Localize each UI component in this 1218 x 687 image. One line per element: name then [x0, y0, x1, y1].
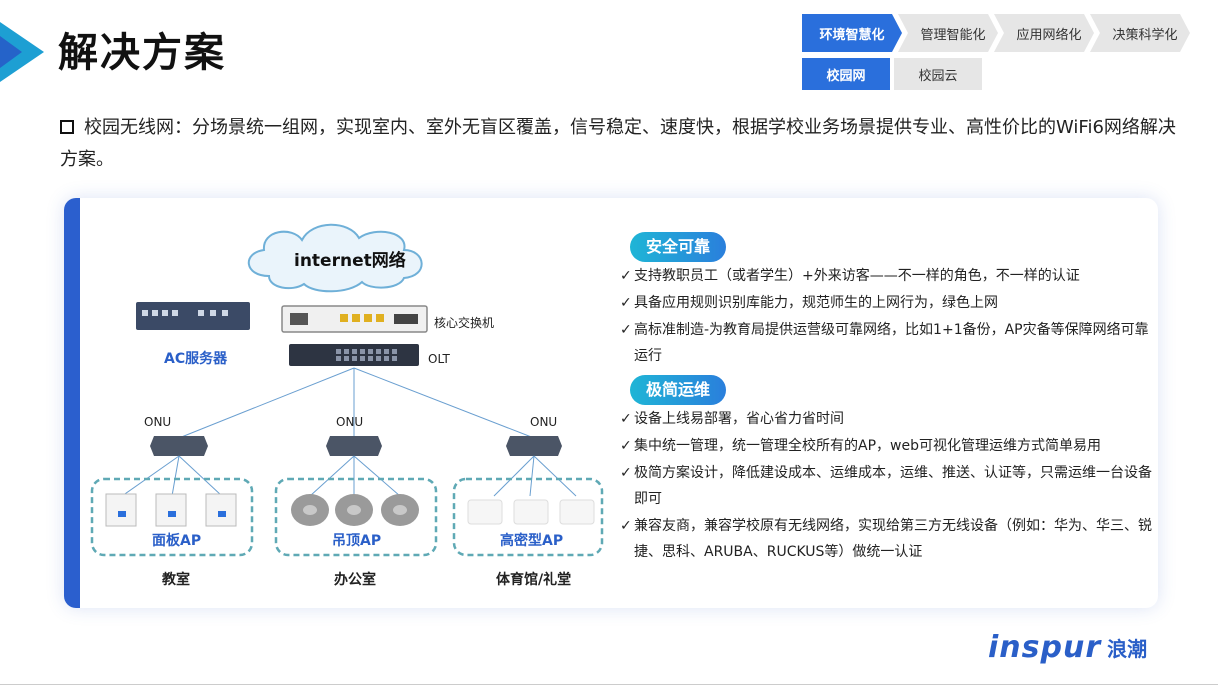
features-panel: 安全可靠 ✓支持教职员工（或者学生）+外来访客——不一样的角色，不一样的认证 ✓… — [620, 232, 1160, 565]
logo-en: inspur — [988, 630, 1102, 665]
panel-ap-icon — [105, 493, 237, 527]
place-label-office: 办公室 — [334, 572, 376, 588]
feature-item: ✓支持教职员工（或者学生）+外来访客——不一样的角色，不一样的认证 — [620, 263, 1160, 289]
check-icon: ✓ — [620, 268, 632, 284]
ap-label-high-density: 高密型AP — [500, 533, 564, 549]
checkbox-bullet-icon — [60, 120, 74, 134]
feature-item: ✓具备应用规则识别库能力，规范师生的上网行为，绿色上网 — [620, 290, 1160, 316]
place-label-gym: 体育馆/礼堂 — [496, 572, 572, 588]
step-management[interactable]: 管理智能化 — [898, 14, 998, 52]
ac-server-icon — [136, 302, 250, 330]
stage-nav: 环境智慧化 管理智能化 应用网络化 决策科学化 — [802, 14, 1190, 52]
intro-paragraph: 校园无线网：分场景统一组网，实现室内、室外无盲区覆盖，信号稳定、速度快，根据学校… — [60, 112, 1190, 176]
onu-label: ONU — [530, 415, 558, 429]
inspur-logo: inspur 浪潮 — [988, 630, 1147, 665]
accent-triangle-inner — [0, 36, 22, 68]
network-diagram: internet网络 核心交换机 AC服务器 OLT ONU ONU ONU 面… — [64, 198, 624, 608]
tab-campus-cloud[interactable]: 校园云 — [894, 58, 982, 90]
check-icon: ✓ — [620, 322, 632, 338]
check-icon: ✓ — [620, 518, 632, 534]
onu-label: ONU — [144, 415, 172, 429]
olt-label: OLT — [428, 352, 450, 366]
safe-title-badge: 安全可靠 — [630, 232, 727, 262]
onu-label: ONU — [336, 415, 364, 429]
feature-item: ✓极简方案设计，降低建设成本、运维成本，运维、推送、认证等，只需运维一台设备即可 — [620, 460, 1160, 512]
ap-label-panel: 面板AP — [152, 533, 202, 549]
ops-title-badge: 极简运维 — [630, 375, 727, 405]
page-title: 解决方案 — [58, 30, 226, 76]
feature-item: ✓集中统一管理，统一管理全校所有的AP，web可视化管理运维方式简单易用 — [620, 433, 1160, 459]
onu-icon — [150, 436, 562, 456]
group-frame-classroom — [90, 477, 254, 557]
place-label-classroom: 教室 — [162, 572, 190, 588]
footer-divider — [0, 684, 1218, 685]
feature-item: ✓高标准制造-为教育局提供运营级可靠网络，比如1+1备份，AP灾备等保障网络可靠… — [620, 317, 1160, 369]
feature-item: ✓兼容友商，兼容学校原有无线网络，实现给第三方无线设备（例如：华为、华三、锐捷、… — [620, 513, 1160, 565]
check-icon: ✓ — [620, 295, 632, 311]
step-application[interactable]: 应用网络化 — [994, 14, 1094, 52]
cloud-label: internet网络 — [294, 251, 406, 271]
check-icon: ✓ — [620, 438, 632, 454]
sub-tabs: 校园网 校园云 — [802, 58, 982, 90]
solution-card — [64, 198, 1158, 608]
ap-label-ceiling: 吊顶AP — [332, 533, 382, 549]
tab-campus-network[interactable]: 校园网 — [802, 58, 890, 90]
step-environment[interactable]: 环境智慧化 — [802, 14, 902, 52]
group-frame-office — [274, 477, 438, 557]
check-icon: ✓ — [620, 465, 632, 481]
feature-item: ✓设备上线易部署，省心省力省时间 — [620, 406, 1160, 432]
olt-icon — [289, 344, 419, 366]
core-switch-icon — [281, 305, 428, 333]
cloud-icon — [247, 223, 423, 293]
ac-server-label: AC服务器 — [164, 351, 228, 367]
check-icon: ✓ — [620, 411, 632, 427]
card-accent-bar — [64, 198, 80, 608]
core-switch-label: 核心交换机 — [434, 316, 495, 330]
intro-text: 校园无线网：分场景统一组网，实现室内、室外无盲区覆盖，信号稳定、速度快，根据学校… — [60, 117, 1176, 170]
high-density-ap-icon — [467, 499, 595, 525]
logo-cn: 浪潮 — [1107, 637, 1148, 661]
step-decision[interactable]: 决策科学化 — [1090, 14, 1190, 52]
topology-svg — [90, 223, 604, 557]
group-frame-gym — [452, 477, 604, 557]
